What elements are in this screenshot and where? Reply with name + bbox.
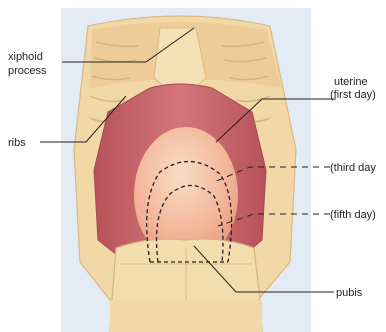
third-day-label: (third day <box>330 162 376 174</box>
uterine-label-line2: (first day) <box>330 89 376 101</box>
xiphoid-label-line2: process <box>8 65 47 77</box>
pubis-label: pubis <box>336 287 363 299</box>
uterine-label-line1: uterine <box>334 76 368 88</box>
ribs-label: ribs <box>8 137 26 149</box>
pelvis <box>110 239 262 332</box>
xiphoid-label-line1: xiphoid <box>8 51 43 63</box>
fifth-day-label: (fifth day) <box>330 209 376 221</box>
